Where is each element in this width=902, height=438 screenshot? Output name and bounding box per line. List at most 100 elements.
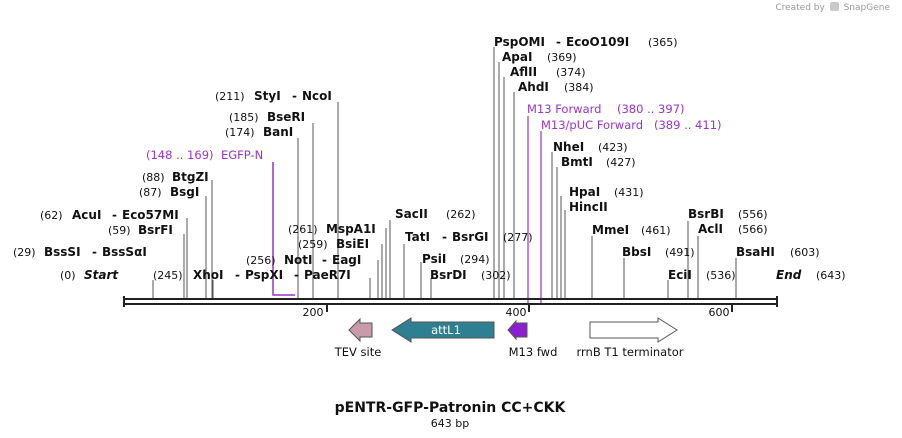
enzyme-nhei-position: (423)	[598, 141, 628, 154]
enzyme-bsrdi-position: (302)	[481, 269, 511, 282]
sequence-start-label: Start	[84, 268, 119, 282]
enzyme-sacii-position: (262)	[446, 208, 476, 221]
enzyme-mspa1i-position: (261)	[288, 223, 318, 236]
enzyme-xhoi: XhoI	[193, 268, 224, 282]
enzyme-bmti-position: (427)	[606, 156, 636, 169]
map-length: 643 bp	[431, 417, 469, 430]
enzyme-separator: -	[556, 35, 561, 49]
enzyme-aflii: AflII	[510, 65, 537, 79]
enzyme-bsssai: BssSαI	[102, 245, 147, 259]
enzyme-ncoi: NcoI	[302, 89, 332, 103]
enzyme-bsiei: BsiEI	[336, 237, 369, 251]
primer-m13-puc-forward-range: (389 .. 411)	[654, 118, 722, 132]
enzyme-bsrbi: BsrBI	[688, 207, 724, 221]
enzyme-bsrfi-position: (59)	[108, 224, 131, 237]
enzyme-bsssi-position: (29)	[13, 246, 36, 259]
enzyme-ecoo109i: EcoO109I	[566, 35, 629, 49]
enzyme-aflii-position: (374)	[556, 66, 586, 79]
enzyme-xhoi-position: (245)	[153, 269, 183, 282]
credit-text: Created by	[775, 3, 825, 13]
enzyme-mspa1i: MspA1I	[326, 222, 376, 236]
enzyme-separator: -	[292, 89, 297, 103]
enzyme-separator: -	[112, 208, 117, 222]
enzyme-separator: -	[294, 268, 299, 282]
enzyme-noti: NotI	[284, 253, 313, 267]
primer-egfp-n-range: (148 .. 169)	[146, 148, 214, 162]
enzyme-separator: -	[92, 245, 97, 259]
enzyme-styi: StyI	[254, 89, 281, 103]
enzyme-bsrfi: BsrFI	[138, 223, 173, 237]
enzyme-bsahi: BsaHI	[736, 245, 775, 259]
rrnb-terminator-arrow[interactable]	[589, 317, 678, 343]
enzyme-mmei-position: (461)	[641, 224, 671, 237]
enzyme-hpai: HpaI	[569, 185, 600, 199]
enzyme-bsrgi: BsrGI	[452, 230, 489, 244]
enzyme-ecii: EciI	[668, 268, 692, 282]
enzyme-psli-position: (294)	[460, 253, 490, 266]
primer-m13-forward-range: (380 .. 397)	[617, 102, 685, 116]
enzyme-acui-position: (62)	[40, 209, 63, 222]
enzyme-acui: AcuI	[72, 208, 101, 222]
feature-tracks: TEV site attL1 M13 fwd rrnB T1 terminato…	[334, 317, 684, 359]
m13-fwd-label: M13 fwd	[509, 345, 558, 359]
enzyme-acli-position: (566)	[738, 223, 768, 236]
ruler-tick-200: 200	[303, 306, 324, 319]
primer-egfp-n-name: EGFP-N	[221, 148, 263, 162]
sequence-end-position: (643)	[816, 269, 846, 282]
enzyme-bani-position: (174)	[225, 126, 255, 139]
enzyme-bbsi: BbsI	[622, 245, 651, 259]
enzyme-pspomi-position: (365)	[648, 36, 678, 49]
enzyme-bsssi: BssSI	[44, 245, 81, 259]
enzyme-apai: ApaI	[502, 50, 532, 64]
enzyme-nhei: NheI	[553, 140, 584, 154]
enzyme-paer7i: PaeR7I	[304, 268, 351, 282]
enzyme-mmei: MmeI	[592, 223, 629, 237]
enzyme-labels: PspOMI - EcoO109I (365) ApaI (369) AflII…	[13, 35, 846, 282]
enzyme-bani: BanI	[263, 125, 293, 139]
attl1-arrow[interactable]	[391, 317, 495, 343]
map-title: pENTR-GFP-Patronin CC+CKK	[335, 400, 567, 416]
enzyme-separator: -	[322, 253, 327, 267]
rrnb-terminator-label: rrnB T1 terminator	[577, 345, 684, 359]
enzyme-sacii: SacII	[395, 207, 428, 221]
enzyme-ecii-position: (536)	[706, 269, 736, 282]
enzyme-separator: -	[442, 230, 447, 244]
enzyme-pspomi: PspOMI	[494, 35, 545, 49]
ruler-tick-400: 400	[506, 306, 527, 319]
enzyme-hincii: HincII	[569, 200, 608, 214]
enzyme-separator: -	[235, 268, 240, 282]
enzyme-eco57mi: Eco57MI	[122, 208, 179, 222]
enzyme-bsrdi: BsrDI	[430, 268, 467, 282]
enzyme-btgzi: BtgZI	[172, 170, 209, 184]
enzyme-tati: TatI	[405, 230, 430, 244]
snapgene-credit: Created by SnapGene	[775, 2, 890, 13]
enzyme-styi-position: (211)	[215, 90, 245, 103]
attl1-label: attL1	[431, 323, 461, 337]
cut-site-lines	[152, 47, 737, 298]
enzyme-ahdi-position: (384)	[564, 81, 594, 94]
enzyme-bsrbi-position: (556)	[738, 208, 768, 221]
enzyme-bsahi-position: (603)	[790, 246, 820, 259]
enzyme-btgzi-position: (88)	[142, 171, 165, 184]
enzyme-acli: AclI	[698, 222, 723, 236]
primer-m13-forward-name: M13 Forward	[527, 102, 601, 116]
sequence-backbone	[123, 296, 778, 312]
enzyme-noti-position: (256)	[246, 254, 276, 267]
enzyme-hpai-position: (431)	[614, 186, 644, 199]
credit-brand: SnapGene	[843, 3, 890, 13]
enzyme-bsgi-position: (87)	[139, 186, 162, 199]
enzyme-bbsi-position: (491)	[665, 246, 695, 259]
enzyme-psli: PsiI	[422, 252, 446, 266]
enzyme-bsgi: BsgI	[170, 185, 199, 199]
enzyme-eagi: EagI	[332, 253, 361, 267]
tev-site-arrow[interactable]	[348, 317, 373, 343]
primer-labels: M13 Forward (380 .. 397) M13/pUC Forward…	[146, 102, 722, 162]
enzyme-bseri-position: (185)	[229, 111, 259, 124]
enzyme-bsiei-position: (259)	[298, 238, 328, 251]
tev-site-label: TEV site	[334, 345, 382, 359]
enzyme-apai-position: (369)	[547, 51, 577, 64]
m13-fwd-arrow[interactable]	[507, 319, 528, 341]
ruler-tick-600: 600	[709, 306, 730, 319]
enzyme-bseri: BseRI	[267, 110, 305, 124]
